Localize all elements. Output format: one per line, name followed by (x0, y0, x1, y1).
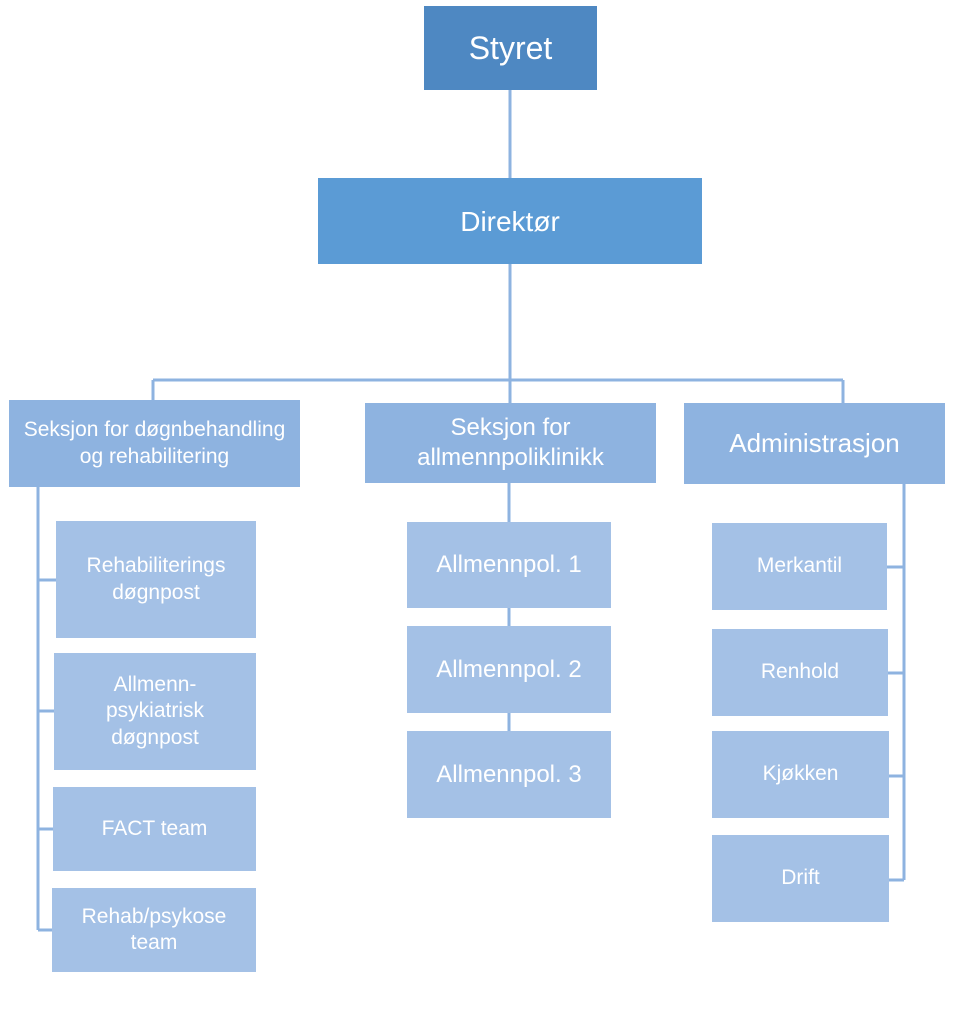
unit-label-outpatient-1: Allmennpol. 1 (436, 551, 582, 578)
unit-box-outpatient-2: Allmennpol. 2 (407, 626, 611, 713)
unit-label-fact-team: FACT team (101, 816, 208, 840)
unit-label-cleaning: Renhold (760, 660, 840, 684)
unit-box-kitchen: Kjøkken (712, 731, 889, 818)
section-label-inpatient: Seksjon for døgnbehandling og rehabilite… (23, 418, 286, 468)
unit-label-rehab-ward: Rehabiliterings døgnpost (86, 554, 226, 604)
unit-label-rehab-psychosis-team: Rehab/psykose team (81, 904, 227, 954)
board-label: Styret (468, 30, 553, 66)
unit-label-outpatient-3: Allmennpol. 3 (436, 760, 582, 788)
unit-box-operations: Drift (712, 835, 889, 922)
section-box-inpatient: Seksjon for døgnbehandling og rehabilite… (9, 400, 300, 487)
unit-label-outpatient-2: Allmennpol. 2 (436, 655, 582, 683)
board-box: Styret (424, 6, 597, 90)
unit-box-outpatient-3: Allmennpol. 3 (407, 731, 611, 818)
unit-box-fact-team: FACT team (53, 787, 256, 871)
section-box-administration: Administrasjon (684, 403, 945, 484)
unit-label-clerical: Merkantil (756, 554, 843, 578)
unit-box-rehab-psychosis-team: Rehab/psykose team (52, 888, 256, 972)
unit-box-rehab-ward: Rehabiliterings døgnpost (56, 521, 256, 638)
section-box-outpatient: Seksjon for allmennpoliklinikk (365, 403, 656, 483)
unit-label-psych-ward: Allmenn-psykiatrisk døgnpost (105, 673, 205, 749)
unit-box-cleaning: Renhold (712, 629, 888, 716)
unit-label-operations: Drift (781, 866, 820, 890)
director-label: Direktør (460, 205, 560, 237)
section-label-outpatient: Seksjon for allmennpoliklinikk (417, 414, 604, 471)
section-label-administration: Administrasjon (729, 428, 900, 459)
director-box: Direktør (318, 178, 702, 264)
unit-box-psych-ward: Allmenn-psykiatrisk døgnpost (54, 653, 256, 770)
unit-box-outpatient-1: Allmennpol. 1 (407, 522, 611, 608)
unit-label-kitchen: Kjøkken (762, 762, 839, 786)
unit-box-clerical: Merkantil (712, 523, 887, 610)
